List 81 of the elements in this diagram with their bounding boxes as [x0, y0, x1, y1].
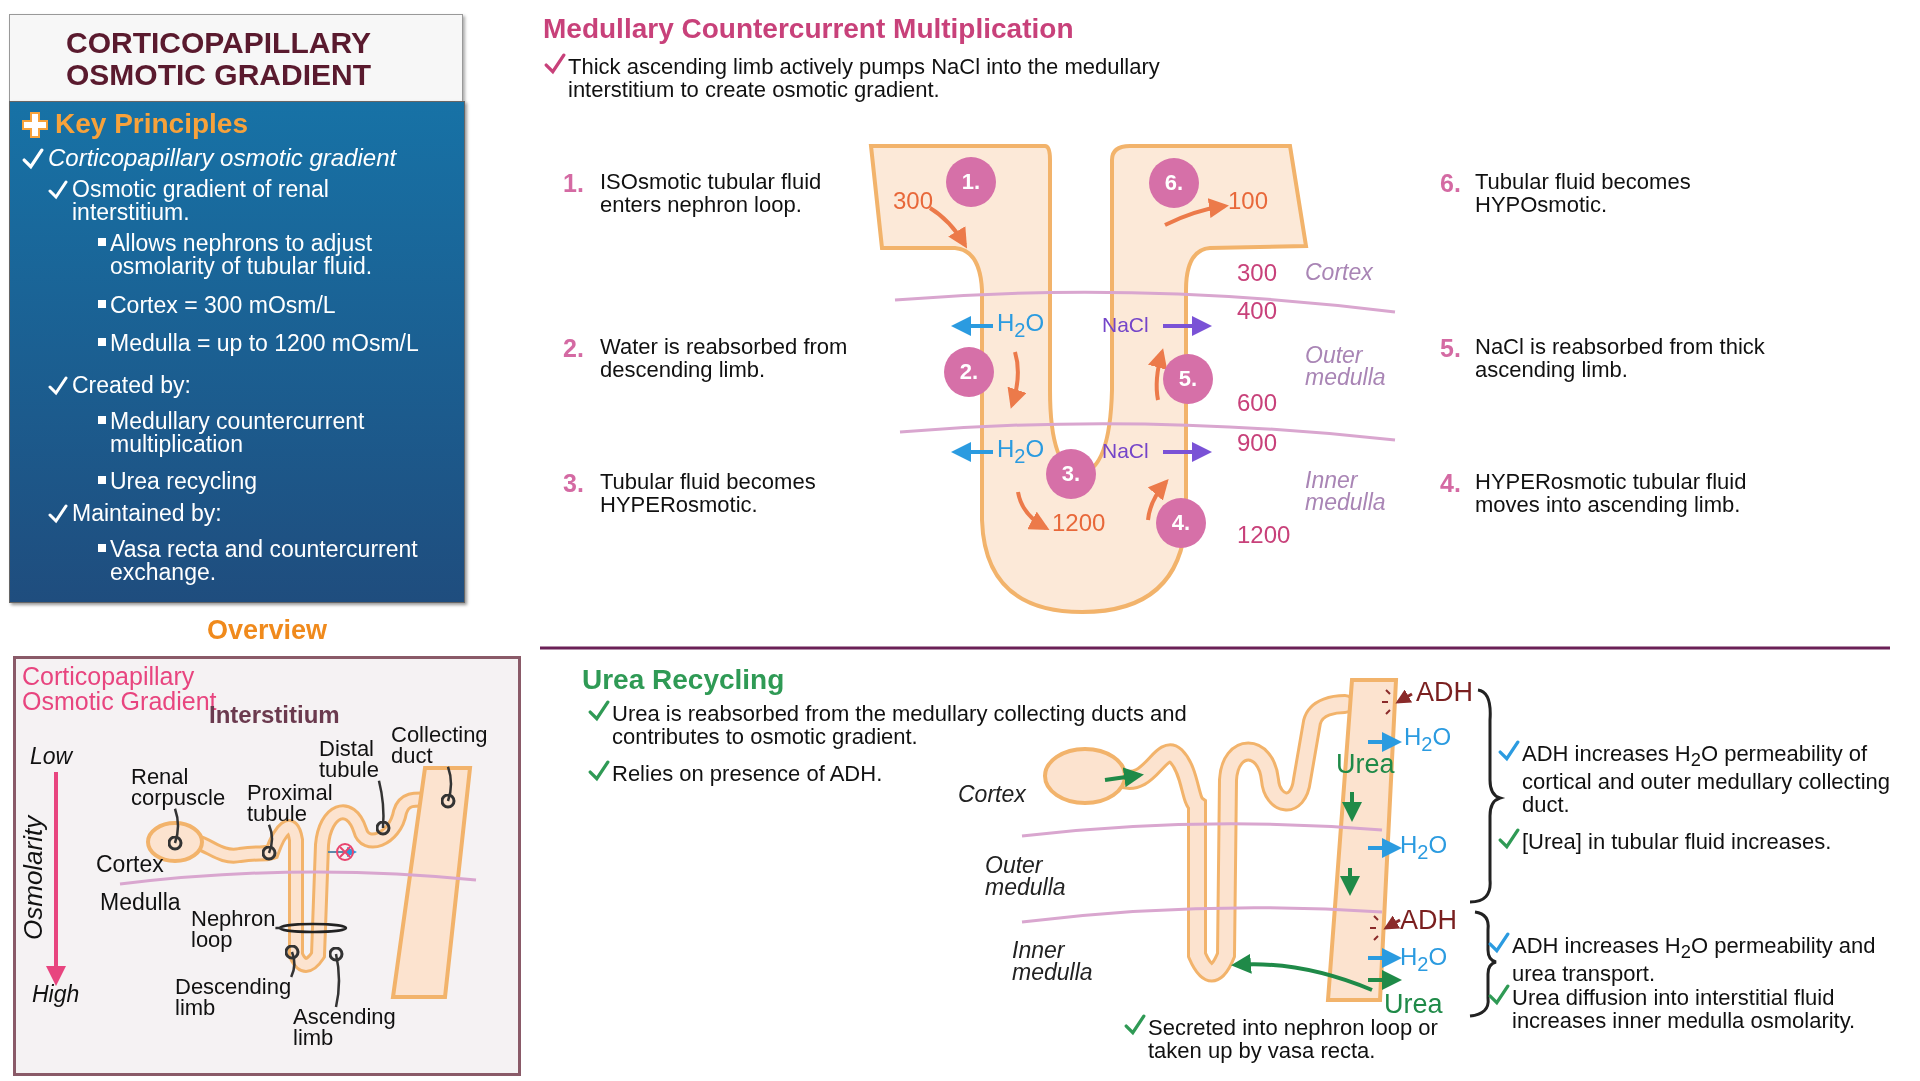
step-number-circle: 4.: [1156, 498, 1206, 548]
list-item: Allows nephrons to adjust osmolarity of tubular fluid.: [110, 232, 374, 278]
axis-label: Osmolarity: [20, 815, 48, 940]
value-label: 600: [1237, 390, 1279, 416]
step-text: HYPERosmotic tubular fluid moves into ascending limb.: [1475, 470, 1748, 517]
zone-label: Cortex: [96, 852, 164, 877]
zone-label: Inner medulla: [1012, 940, 1094, 984]
step-number-circle: 5.: [1163, 354, 1213, 404]
scale-label: Low: [30, 744, 73, 769]
salt-label: NaCl: [1102, 440, 1149, 463]
water-label: H$_{2}$O: [997, 436, 1046, 467]
leader-line: [167, 808, 183, 851]
part-label: Ascending limb: [293, 1007, 396, 1049]
part-label: Descending limb: [175, 977, 292, 1019]
leader-line: [375, 780, 391, 836]
note-text: Secreted into nephron loop or taken up by vasa recta.: [1148, 1016, 1439, 1063]
note-text: [Urea] in tubular fluid increases.: [1522, 830, 1833, 854]
zone-label: Cortex: [1305, 262, 1374, 284]
list-item: Maintained by:: [72, 502, 223, 525]
scale-label: High: [32, 982, 80, 1007]
step-text: NaCl is reabsorbed from thick ascending limb.: [1475, 335, 1766, 382]
list-item: Corticopapillary osmotic gradient: [48, 146, 398, 170]
list-item: Medullary countercurrent multiplication: [110, 410, 366, 456]
section-heading: Overview: [205, 615, 329, 646]
part-label: Collecting duct: [391, 725, 488, 767]
step-number: 3.: [563, 470, 585, 497]
part-label: Distal tubule: [319, 739, 379, 781]
step-text: Tubular fluid becomes HYPERosmotic.: [600, 470, 817, 517]
part-label: Proximal tubule: [247, 783, 333, 825]
note-text: ADH increases H$_{2}$O permeability and urea transport.: [1512, 934, 1877, 985]
water-label: H$_{2}$O: [1400, 944, 1449, 975]
hormone-label: ADH: [1416, 678, 1474, 707]
note-text: Urea is reabsorbed from the medullary collecting ducts and contributes to osmotic gradient.: [612, 702, 1188, 749]
step-number: 4.: [1440, 470, 1462, 497]
title: CORTICOPAPILLARY OSMOTIC GRADIENT: [66, 27, 372, 90]
step-number: 2.: [563, 335, 585, 362]
leader-line: [440, 766, 456, 809]
zone-label: Cortex: [958, 784, 1027, 806]
leader-line: [261, 824, 277, 861]
urea-label: Urea: [1336, 750, 1396, 779]
leader-line: [328, 946, 344, 1008]
zone-label: Outer medulla: [985, 855, 1067, 899]
section-heading: Medullary Countercurrent Multiplication: [543, 14, 1075, 44]
note-text: ADH increases H$_{2}$O permeability of cortical and outer medullary collecting duct.: [1522, 742, 1892, 816]
note-text: Urea diffusion into interstitial fluid increases inner medulla osmolarity.: [1512, 986, 1857, 1033]
list-item: Cortex = 300 mOsm/L: [110, 294, 337, 317]
step-number-circle: 2.: [944, 347, 994, 397]
list-item: Medulla = up to 1200 mOsm/L: [110, 332, 420, 355]
value-label: 300: [893, 188, 935, 214]
value-label: 1200: [1052, 510, 1107, 536]
value-label: 900: [1237, 430, 1279, 456]
value-label: 1200: [1237, 522, 1292, 548]
value-label: 100: [1228, 188, 1270, 214]
step-text: Water is reabsorbed from descending limb.: [600, 335, 849, 382]
part-label: Renal corpuscle: [131, 767, 226, 809]
zone-label: Outer medulla: [1305, 345, 1387, 389]
step-number: 6.: [1440, 170, 1462, 197]
list-item: Vasa recta and countercurrent exchange.: [110, 538, 419, 584]
step-number: 5.: [1440, 335, 1462, 362]
water-label: H$_{2}$O: [1404, 724, 1453, 755]
water-label: H$_{2}$O: [997, 310, 1046, 341]
list-item: Osmotic gradient of renal interstitium.: [72, 178, 330, 224]
section-heading: Urea Recycling: [582, 665, 786, 695]
hormone-label: ADH: [1400, 906, 1458, 935]
step-text: ISOsmotic tubular fluid enters nephron loop.: [600, 170, 823, 217]
list-item: Urea recycling: [110, 470, 258, 493]
step-number: 1.: [563, 170, 585, 197]
zone-label: Inner medulla: [1305, 470, 1387, 514]
zone-label: Medulla: [100, 890, 181, 915]
key-principles-panel: [9, 101, 465, 603]
water-label: H$_{2}$O: [1400, 832, 1449, 863]
value-label: 300: [1237, 260, 1279, 286]
section-heading: Key Principles: [55, 110, 249, 138]
part-label: Nephron loop: [191, 909, 276, 951]
leader-line: [284, 944, 300, 978]
value-label: 400: [1237, 298, 1279, 324]
note-text: Relies on presence of ADH.: [612, 762, 884, 786]
list-item: Created by:: [72, 374, 192, 397]
urea-label: Urea: [1384, 990, 1444, 1019]
step-text: Tubular fluid becomes HYPOsmotic.: [1475, 170, 1692, 217]
note-text: Thick ascending limb actively pumps NaCl into the medullary interstitium to create osmotic gradient.: [568, 55, 1161, 102]
